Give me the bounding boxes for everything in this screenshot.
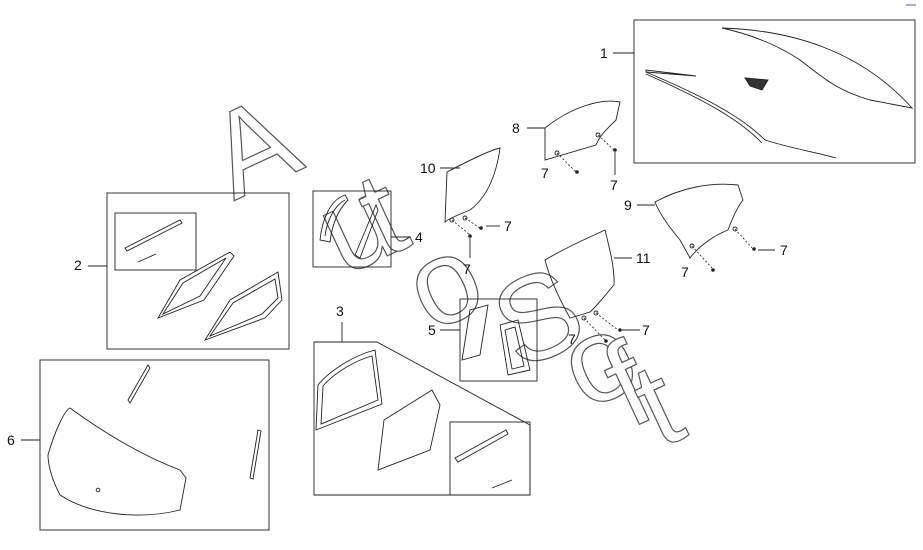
part-11-rear-door-glass (544, 229, 640, 343)
part-8-quarter-glass (527, 100, 621, 175)
part-5-window-assembly (440, 298, 538, 382)
callouts: 1 2 3 4 5 6 8 9 10 11 (7, 45, 651, 448)
callout-7: 7 (504, 218, 512, 234)
part-1-windshield (613, 19, 916, 164)
callout-7: 7 (610, 177, 618, 193)
part-3-window-assembly (313, 322, 531, 496)
fastener-callouts: 7 7 7 7 7 7 7 7 (463, 165, 788, 347)
callout-3: 3 (336, 303, 344, 319)
callout-7: 7 (681, 264, 689, 280)
part-10-door-glass (440, 147, 501, 258)
callout-7: 7 (780, 242, 788, 258)
watermark: A u t o S o f t (188, 68, 702, 473)
callout-8: 8 (512, 120, 520, 136)
callout-11: 11 (636, 250, 651, 266)
part-2-window-assembly (88, 192, 290, 350)
callout-6: 6 (7, 432, 15, 448)
callout-7: 7 (541, 165, 549, 181)
watermark-letter: A (188, 69, 317, 224)
callout-4: 4 (415, 229, 423, 245)
part-4-window-assembly (312, 190, 410, 268)
part-6-back-glass (21, 359, 270, 531)
callout-2: 2 (74, 257, 82, 273)
callout-9: 9 (624, 197, 632, 213)
part-9-door-glass (637, 183, 775, 272)
callout-7: 7 (568, 331, 576, 347)
callout-7: 7 (463, 261, 471, 277)
callout-1: 1 (600, 45, 608, 61)
callout-10: 10 (420, 160, 436, 176)
callout-5: 5 (428, 322, 436, 338)
callout-7: 7 (642, 322, 650, 338)
